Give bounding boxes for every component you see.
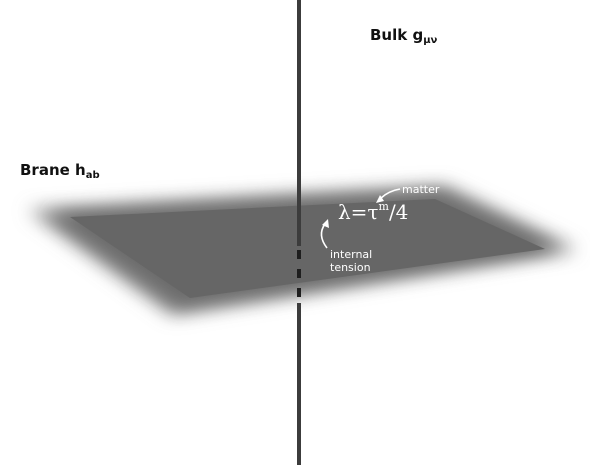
bulk-label: Bulk gμν bbox=[370, 26, 438, 46]
internal-tension-label: internal tension bbox=[330, 248, 400, 274]
brane-label: Brane hab bbox=[20, 161, 100, 181]
tension-label-line2: tension bbox=[330, 261, 371, 274]
tension-formula: λ=τm/4 bbox=[338, 200, 409, 224]
tension-label-line1: internal bbox=[330, 248, 373, 261]
bulk-axis-hidden-segment bbox=[297, 250, 301, 297]
matter-label: matter bbox=[402, 183, 440, 196]
tension-arrow-icon bbox=[320, 219, 329, 249]
brane-plane bbox=[28, 186, 578, 315]
matter-arrow-icon bbox=[376, 188, 401, 203]
